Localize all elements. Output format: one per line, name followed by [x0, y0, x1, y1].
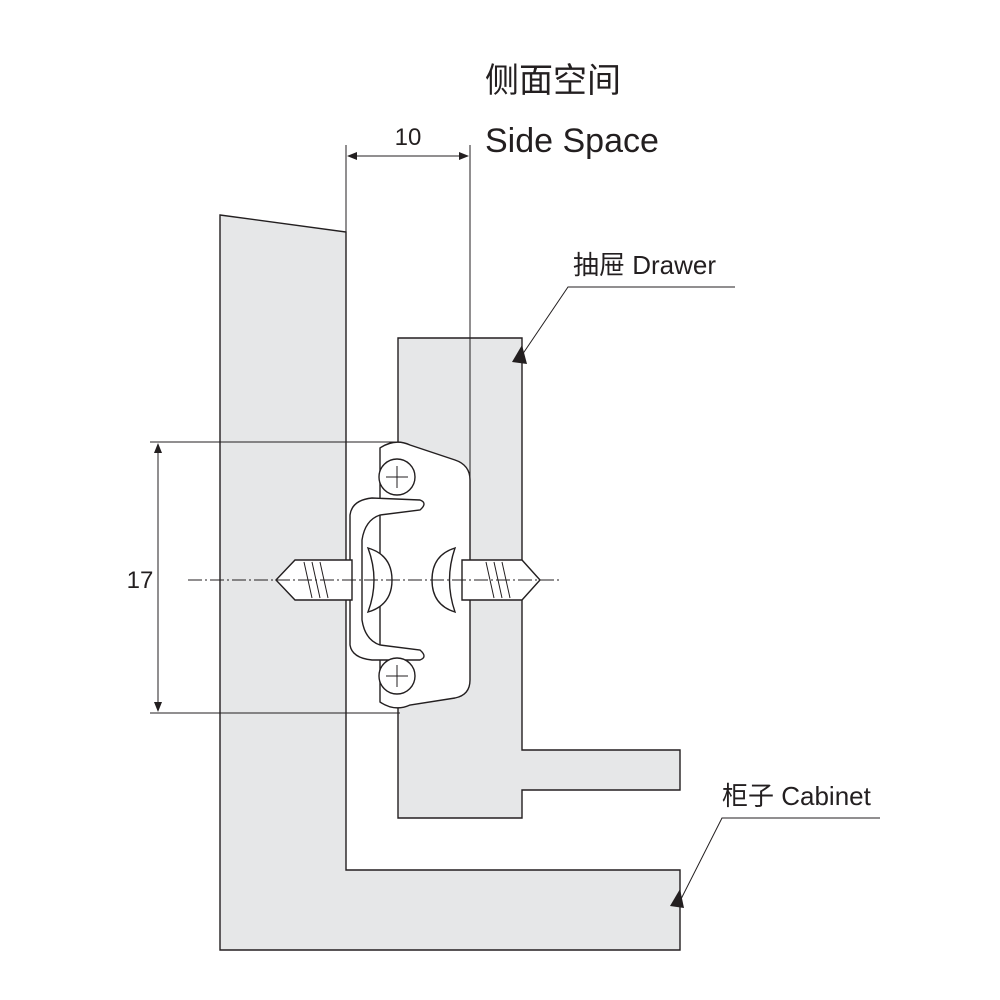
ball-bearing-top: [378, 458, 416, 496]
drawer-slide-rail: [349, 441, 471, 709]
side-space-dimension: 10: [345, 124, 471, 560]
screw-head-left: [366, 546, 393, 614]
drawer-panel: [397, 337, 681, 819]
cabinet-label: 柜子 Cabinet: [722, 781, 872, 811]
side-space-value: 10: [395, 124, 422, 151]
height-value: 17: [127, 567, 154, 594]
drawer-label: 抽屉 Drawer: [573, 250, 716, 280]
cabinet-callout: 柜子 Cabinet: [670, 781, 880, 908]
title-chinese: 侧面空间: [485, 62, 621, 100]
title-english: Side Space: [485, 122, 659, 160]
height-dimension: 17: [127, 441, 400, 714]
drawer-callout: 抽屉 Drawer: [512, 250, 735, 364]
inner-rail: [349, 497, 425, 661]
ball-bearing-bottom: [378, 657, 416, 695]
